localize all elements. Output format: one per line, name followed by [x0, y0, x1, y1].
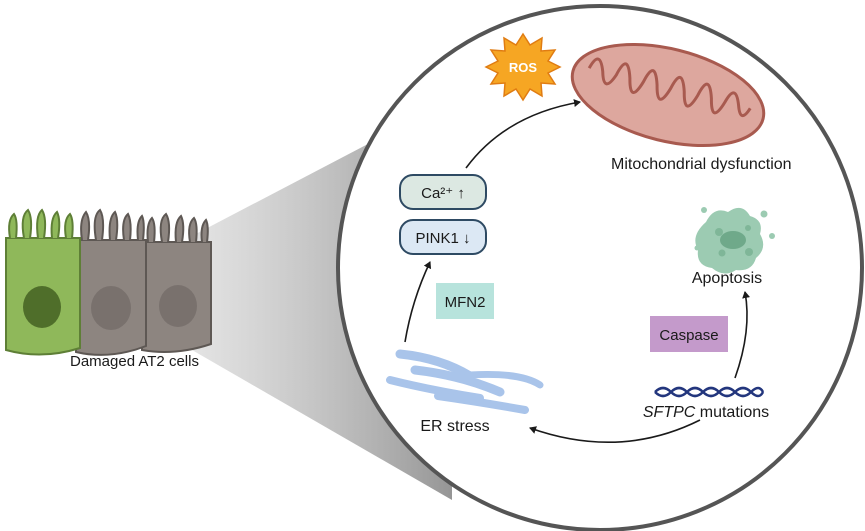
cell-green-left [5, 208, 81, 356]
er-stress-label: ER stress [420, 418, 489, 435]
damaged-cells-label: Damaged AT2 cells [70, 353, 199, 370]
calcium-box [399, 174, 487, 210]
arrow-to-apoptosis [734, 291, 751, 379]
sftpc-gene-name: SFTPC [643, 404, 696, 421]
endoplasmic-reticulum-icon [386, 349, 544, 414]
mitochondrion-icon [570, 42, 766, 148]
apoptosis-label: Apoptosis [692, 270, 762, 287]
pink1-box [399, 219, 487, 255]
caspase-box [650, 316, 728, 352]
caspase-label: Caspase [659, 327, 718, 344]
ros-burst [484, 32, 562, 102]
arrow-to-er-stress [529, 419, 701, 444]
apoptotic-cell-icon [694, 207, 775, 274]
arrow-to-pink1 [404, 261, 432, 343]
ros-label: ROS [509, 60, 538, 75]
arrow-to-mitochondria [465, 99, 581, 169]
mfn2-box [436, 283, 494, 319]
mito-label: Mitochondrial dysfunction [611, 156, 792, 173]
mfn2-label: MFN2 [445, 294, 486, 311]
sftpc-mutations-suffix: mutations [695, 404, 769, 421]
calcium-label: Ca²⁺ ↑ [421, 185, 465, 202]
cell-gray-middle [75, 208, 147, 356]
pink1-label: PINK1 ↓ [415, 230, 470, 247]
dna-helix-icon [654, 386, 765, 398]
cell-gray-right [141, 212, 212, 353]
damaged-at2-cells [5, 208, 212, 356]
sftpc-mutations-label: SFTPC mutations [643, 404, 769, 421]
